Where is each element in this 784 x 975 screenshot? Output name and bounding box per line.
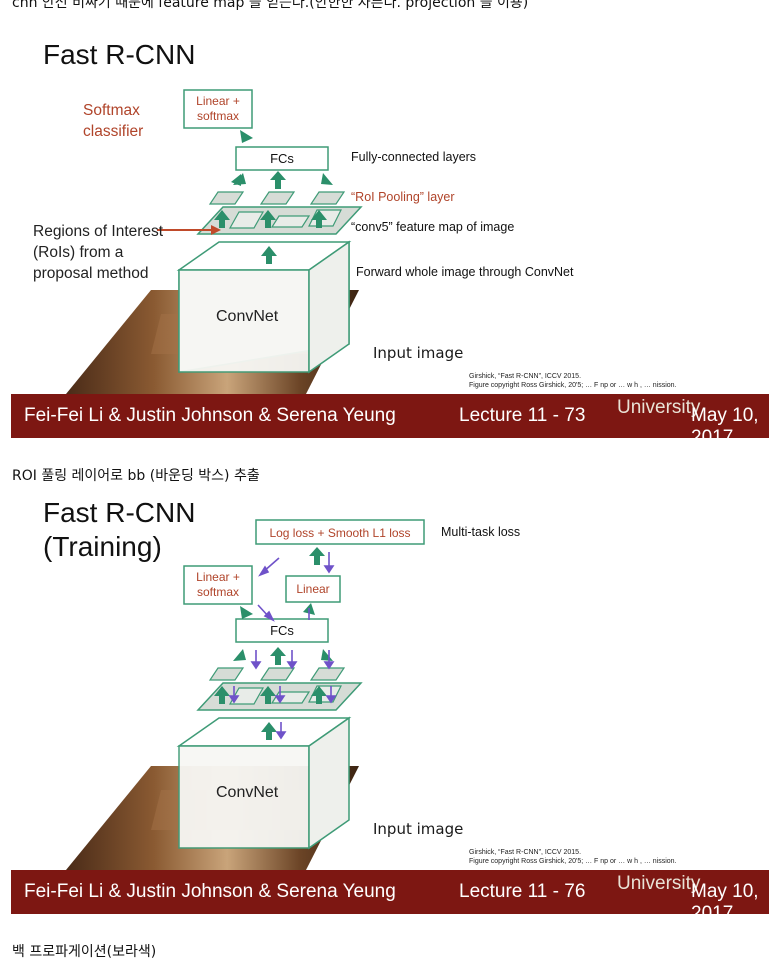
roi-pooling-label: “RoI Pooling” layer [351,190,455,204]
convnet-label: ConvNet [216,308,278,326]
footer-lecture: Lecture 11 - 73 [459,405,585,427]
loss-label: Log loss + Smooth L1 loss [256,526,424,541]
footer-authors-2: Fei-Fei Li & Justin Johnson & Serena Yeu… [24,881,396,903]
footer-date-2: May 10, 2017 [691,881,769,914]
slide-fast-rcnn: Fast R-CNN Softmax classifier Linear + s… [11,14,769,438]
conv5-label: “conv5” feature map of image [351,220,514,234]
footer-watermark-2: University [617,873,700,895]
fcs-label: FCs [236,151,328,166]
note-middle: ROI 풀링 레이어로 bb (바운딩 박스) 추출 [12,467,260,485]
slide2-title: Fast R-CNN (Training) [43,496,243,564]
slide2-footer: Fei-Fei Li & Justin Johnson & Serena Yeu… [11,870,769,914]
input-image-label-2: Input image [373,820,463,838]
multitask-label: Multi-task loss [441,525,520,539]
input-image-label: Input image [373,344,463,362]
note-bottom: 백 프로파게이션(보라색) [12,943,156,961]
rois-label: Regions of Interest (RoIs) from a propos… [33,221,173,284]
footer-lecture-2: Lecture 11 - 76 [459,881,585,903]
fcs-label-2: FCs [236,623,328,638]
footer-date: May 10, 2017 [691,405,769,438]
citation-3: Girshick, “Fast R-CNN”, ICCV 2015. [469,848,581,857]
slide1-footer: Fei-Fei Li & Justin Johnson & Serena Yeu… [11,394,769,438]
linear-softmax-label: Linear + softmax [186,94,250,124]
linear-softmax-label-2: Linear + softmax [186,570,250,600]
slide-fast-rcnn-training: Fast R-CNN (Training) Log loss + Smooth … [11,490,769,914]
citation-2: Figure copyright Ross Girshick, 20'5; … … [469,381,677,390]
footer-watermark: University [617,397,700,419]
fc-layers-label: Fully-connected layers [351,150,476,164]
convnet-label-2: ConvNet [216,784,278,802]
softmax-classifier-label: Softmax classifier [83,100,173,142]
citation-1: Girshick, “Fast R-CNN”, ICCV 2015. [469,372,581,381]
footer-authors: Fei-Fei Li & Justin Johnson & Serena Yeu… [24,405,396,427]
note-top: cnn 안전 비싸기 때문에 feature map 을 얻는다.(안한한 자른… [12,0,528,12]
citation-4: Figure copyright Ross Girshick, 20'5; … … [469,857,677,866]
forward-label: Forward whole image through ConvNet [356,265,573,279]
linear-label: Linear [286,582,340,597]
slide1-title: Fast R-CNN [43,38,195,72]
